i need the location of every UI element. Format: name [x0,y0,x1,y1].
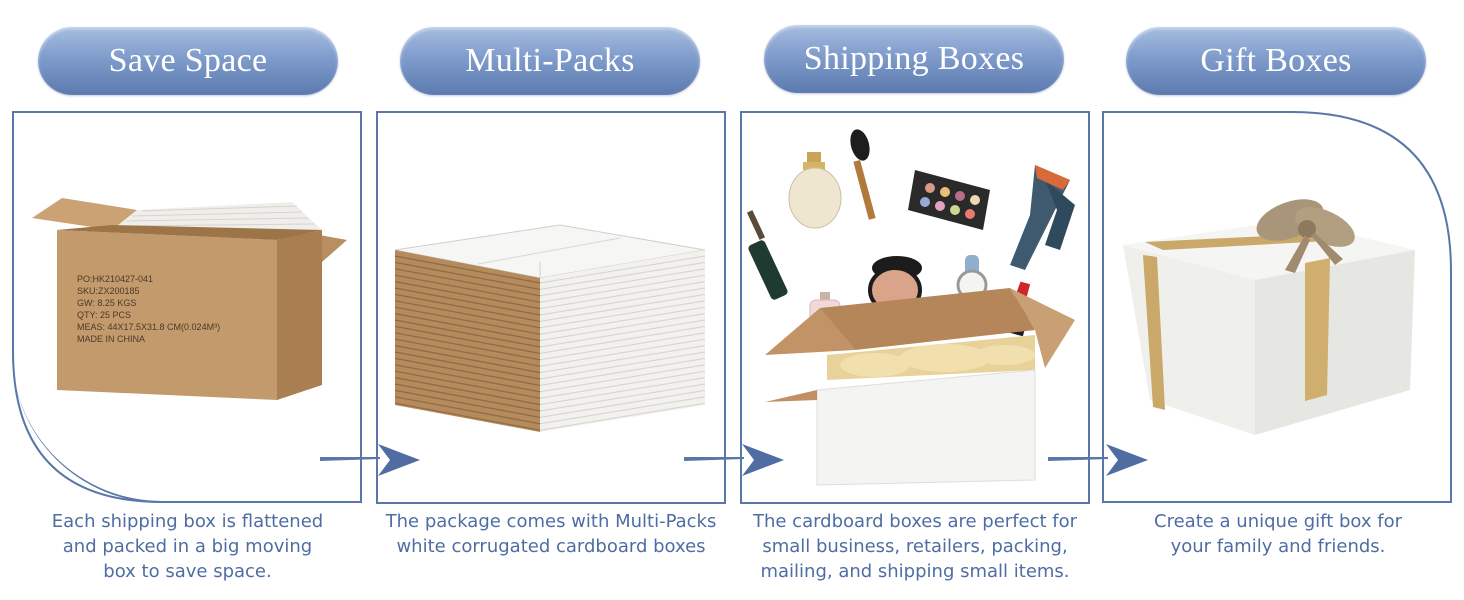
gift-box-image [1123,199,1415,435]
title-save-space: Save Space [38,27,338,95]
box-label-meas: MEAS: 44X17.5X31.8 CM(0.024M³) [77,322,220,332]
box-label-qty: QTY: 25 PCS [77,310,131,320]
eyeshadow-palette-icon [908,170,990,230]
shipping-box-cosmetics-image [746,129,1075,486]
moving-box-image: PO:HK210427-041 SKU:ZX200185 GW: 8.25 KG… [32,198,347,400]
panel-gift-boxes [1102,111,1452,503]
mascara-icon [746,210,788,300]
makeup-brush-icon [850,129,876,220]
arrow-right-icon [684,444,784,476]
caption-multi-packs: The package comes with Multi-Packs white… [385,511,717,557]
caption-shipping-boxes: The cardboard boxes are perfect for smal… [752,511,1078,582]
scarf-icon [1010,165,1075,270]
save-space-frame-outline [12,111,362,503]
perfume-icon [788,152,842,229]
title-shipping-boxes: Shipping Boxes [764,25,1064,93]
title-multi-packs: Multi-Packs [400,27,700,95]
caption-gift-boxes: Create a unique gift box for your family… [1154,511,1402,557]
box-label-gw: GW: 8.25 KGS [77,298,136,308]
box-label-origin: MADE IN CHINA [77,334,145,344]
flat-boxes-stack-image [394,224,706,432]
box-label-sku: SKU:ZX200185 [77,286,140,296]
arrow-right-icon [320,444,420,476]
caption-save-space: Each shipping box is flattened and packe… [51,511,324,582]
arrow-right-icon [1048,444,1148,476]
panel-multi-packs [376,111,726,504]
bow-icon [1256,199,1355,273]
panel-shipping-boxes [740,111,1090,504]
box-label-po: PO:HK210427-041 [77,274,153,284]
title-gift-boxes: Gift Boxes [1126,27,1426,95]
